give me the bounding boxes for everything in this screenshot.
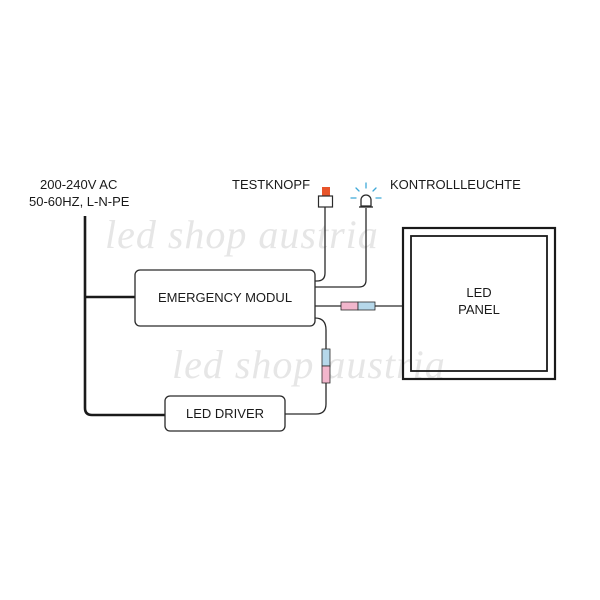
led-driver-box: LED DRIVER xyxy=(164,395,286,432)
driver-connector-icon xyxy=(321,348,331,384)
indicator-lamp-label: KONTROLLLEUCHTE xyxy=(390,177,521,192)
emergency-module-box: EMERGENCY MODUL xyxy=(134,269,316,327)
supply-frequency-label: 50-60HZ, L-N-PE xyxy=(29,194,130,209)
test-button-label: TESTKNOPF xyxy=(232,177,310,192)
emergency-module-label: EMERGENCY MODUL xyxy=(158,290,292,305)
module-to-driver-wire xyxy=(285,317,327,415)
test-button-icon xyxy=(317,187,334,208)
led-panel-label-line1: LED xyxy=(466,285,491,300)
indicator-lamp-wire xyxy=(315,208,367,288)
watermark-top: led shop austria xyxy=(105,212,379,257)
indicator-lamp-icon xyxy=(350,182,382,208)
watermark-bottom: led shop austria xyxy=(172,342,446,387)
led-panel: LED PANEL xyxy=(401,226,557,381)
led-panel-label-line2: PANEL xyxy=(458,302,500,317)
panel-connector-icon xyxy=(340,301,376,311)
supply-voltage-label: 200-240V AC xyxy=(40,177,117,192)
led-driver-label: LED DRIVER xyxy=(186,406,264,421)
test-button-wire xyxy=(315,207,326,282)
mains-wire xyxy=(83,216,165,417)
